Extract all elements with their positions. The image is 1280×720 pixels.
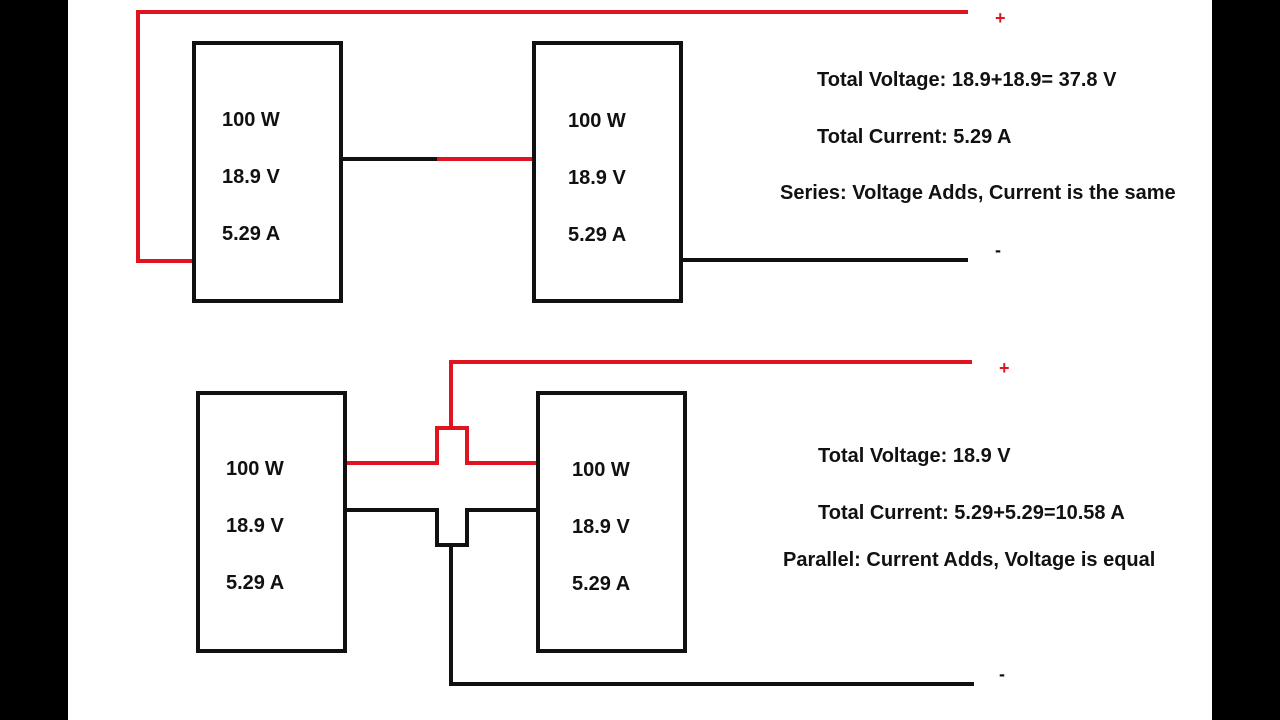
parallel-total-current: Total Current: 5.29+5.29=10.58 A <box>818 502 1125 524</box>
parallel-left-volts: 18.9 V <box>226 515 284 537</box>
series-right-amps: 5.29 A <box>568 224 626 246</box>
parallel-positive-bus <box>345 426 538 465</box>
parallel-left-watts: 100 W <box>226 458 284 480</box>
series-negative-label: - <box>995 240 1001 260</box>
series-left-amps: 5.29 A <box>222 223 280 245</box>
parallel-total-voltage: Total Voltage: 18.9 V <box>818 445 1011 467</box>
parallel-right-watts: 100 W <box>572 459 630 481</box>
parallel-right-volts: 18.9 V <box>572 516 630 538</box>
parallel-right-amps: 5.29 A <box>572 573 630 595</box>
parallel-negative-label: - <box>999 664 1005 684</box>
series-panel-right <box>532 41 683 303</box>
parallel-panel-right <box>536 391 687 653</box>
series-right-volts: 18.9 V <box>568 167 626 189</box>
series-total-voltage: Total Voltage: 18.9+18.9= 37.8 V <box>817 69 1117 91</box>
parallel-rule: Parallel: Current Adds, Voltage is equal <box>783 549 1155 571</box>
series-right-watts: 100 W <box>568 110 626 132</box>
series-left-watts: 100 W <box>222 109 280 131</box>
parallel-positive-label: + <box>999 358 1010 378</box>
parallel-left-amps: 5.29 A <box>226 572 284 594</box>
series-diagram: 100 W 18.9 V 5.29 A 100 W 18.9 V 5.29 A … <box>136 8 1176 303</box>
parallel-positive-wire <box>449 360 972 428</box>
series-positive-label: + <box>995 8 1006 28</box>
parallel-diagram: 100 W 18.9 V 5.29 A 100 W 18.9 V 5.29 A … <box>196 358 1155 686</box>
parallel-negative-bus <box>345 508 538 547</box>
series-positive-wire <box>136 10 968 263</box>
series-total-current: Total Current: 5.29 A <box>817 126 1011 148</box>
parallel-panel-left <box>196 391 347 653</box>
series-left-volts: 18.9 V <box>222 166 280 188</box>
series-rule: Series: Voltage Adds, Current is the sam… <box>780 182 1176 204</box>
series-panel-left <box>192 41 343 303</box>
parallel-negative-wire <box>449 545 974 686</box>
